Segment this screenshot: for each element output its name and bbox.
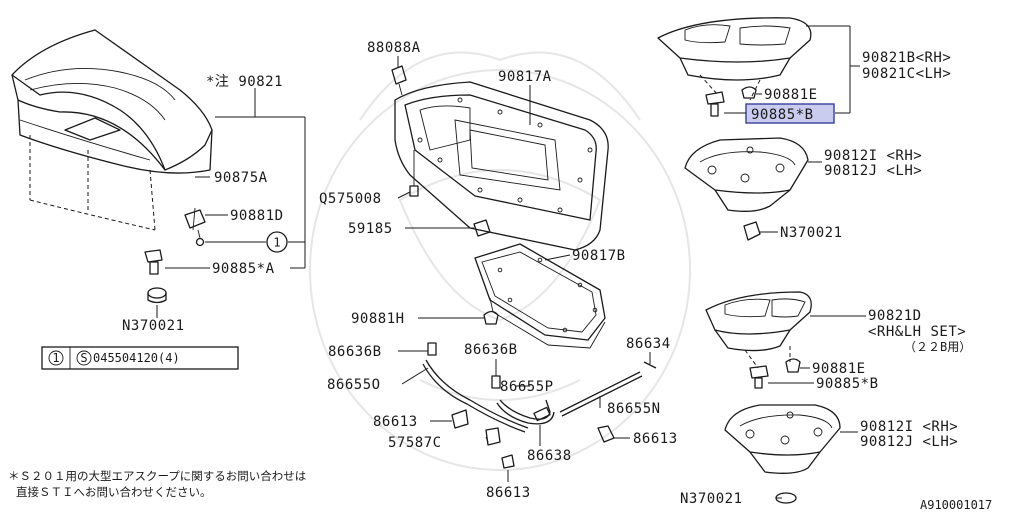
label-90812I-top: 90812I <RH> <box>824 148 922 164</box>
grommet-N370021-left[interactable] <box>147 287 167 304</box>
clip-86613-a[interactable] <box>451 409 469 429</box>
label-86636B-a: 86636B <box>328 344 382 360</box>
nut-90881E-bottom[interactable] <box>785 358 801 373</box>
scoop-mount-90812I-J-bottom[interactable] <box>724 404 841 474</box>
label-88088A: 88088A <box>367 40 421 56</box>
diagram-id: A910001017 <box>920 498 992 512</box>
label-90881D: 90881D <box>230 208 284 224</box>
label-90821D-set: <RH&LH SET> <box>868 324 966 340</box>
clip-88088A[interactable] <box>391 65 407 96</box>
label-90821D: 90821D <box>868 308 922 324</box>
seal-90817B[interactable] <box>474 243 606 349</box>
watermark-emblem <box>309 51 691 471</box>
label-86638: 86638 <box>527 448 572 464</box>
scoop-duct-90817A[interactable] <box>394 81 609 251</box>
footnote-line-2: 直接ＳＴＩへお問い合わせください。 <box>16 485 212 499</box>
label-N370021-right-top: N370021 <box>780 225 843 241</box>
clip-86613-c[interactable] <box>501 454 515 469</box>
label-90812J-top: 90812J <LH> <box>824 163 922 179</box>
label-N370021-left: N370021 <box>122 318 185 334</box>
label-90817A: 90817A <box>498 69 552 85</box>
bolt-90885A[interactable] <box>144 249 163 275</box>
left-leader-lines <box>156 88 306 318</box>
label-86613-c: 86613 <box>486 485 531 501</box>
label-86655P: 86655P <box>500 379 554 395</box>
label-90821C: 90821C<LH> <box>862 66 951 82</box>
label-90821D-note: （２２B用） <box>904 340 971 354</box>
label-90812I-bottom: 90812I <RH> <box>860 419 958 435</box>
label-90821B: 90821B<RH> <box>862 50 951 66</box>
screw-callout1[interactable] <box>195 229 205 247</box>
callout-1-circle: 1 <box>266 231 288 253</box>
clip-59185[interactable] <box>473 219 491 237</box>
label-90881E-top: 90881E <box>764 87 818 103</box>
bracket-57587C[interactable] <box>485 427 501 446</box>
svg-text:S: S <box>80 351 87 365</box>
legend-box: 1 S 045504120(4) <box>41 346 239 370</box>
svg-text:045504120(4): 045504120(4) <box>93 351 180 365</box>
hood-scoop-90821[interactable] <box>11 29 213 231</box>
label-86636B-b: 86636B <box>464 342 518 358</box>
label-90875A: 90875A <box>214 170 268 186</box>
label-90885B-selected: 90885*B <box>751 107 814 123</box>
svg-text:1: 1 <box>273 236 280 250</box>
label-86634: 86634 <box>626 336 671 352</box>
bolt-90885B-top[interactable] <box>705 91 725 117</box>
label-86655N: 86655N <box>607 401 661 417</box>
center-leader-lines <box>397 56 651 482</box>
connector-86636B-a[interactable] <box>427 342 437 356</box>
nut-90881E-top[interactable] <box>741 86 757 99</box>
clip-90881H[interactable] <box>483 310 499 325</box>
right-leader-lines <box>724 25 866 499</box>
label-90881E-bottom: 90881E <box>812 361 866 377</box>
connector-86634[interactable] <box>643 361 657 369</box>
svg-text:1: 1 <box>52 351 59 365</box>
grommet-N370021-right-top[interactable] <box>743 221 761 241</box>
scoop-mount-90812I-J-top[interactable] <box>684 137 809 212</box>
label-90885B-bottom: 90885*B <box>816 376 879 392</box>
label-90812J-bottom: 90812J <LH> <box>860 434 958 450</box>
label-59185: 59185 <box>348 221 393 237</box>
label-Q575008: Q575008 <box>319 191 382 207</box>
label-90881H: 90881H <box>351 311 405 327</box>
label-N370021-right-bottom: N370021 <box>680 491 743 507</box>
bolt-90885B-bottom[interactable] <box>749 365 769 389</box>
label-86655O: 86655O <box>327 377 381 393</box>
bolt-Q575008[interactable] <box>409 150 419 197</box>
nut-90881D[interactable] <box>184 207 206 231</box>
label-90817B: 90817B <box>572 248 626 264</box>
scoop-duct-90821D[interactable] <box>705 291 812 369</box>
scoop-duct-90821B-C[interactable] <box>657 17 812 101</box>
label-86613-b: 86613 <box>633 431 678 447</box>
part-labels: *注 90821 90875A 90881D 90885*A N370021 8… <box>8 40 992 512</box>
label-86613-a: 86613 <box>373 414 418 430</box>
label-90885A: 90885*A <box>212 261 275 277</box>
label-57587C: 57587C <box>388 435 442 451</box>
connector-86636B-b[interactable] <box>491 375 501 389</box>
label-90821: *注 90821 <box>206 74 283 90</box>
footnote-line-1: ＊Ｓ２０１用の大型エアスクープに関するお問い合わせは <box>8 469 306 483</box>
drain-hose-assembly[interactable] <box>422 359 643 433</box>
